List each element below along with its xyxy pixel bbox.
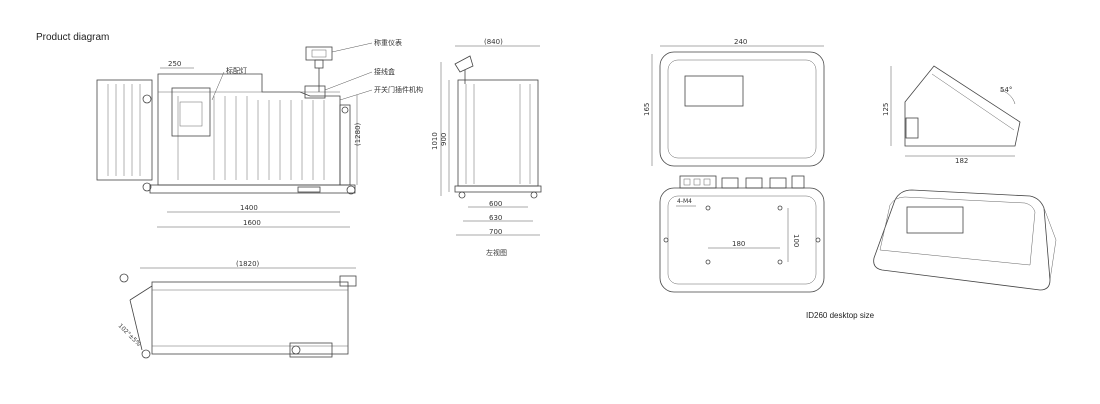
- port-2: [745, 177, 763, 189]
- side-indicator: [454, 55, 474, 73]
- indicator-profile: [904, 65, 1021, 147]
- mount-holes-label: 4-M4: [677, 198, 692, 205]
- dim-125: 125: [882, 103, 890, 116]
- side-view: (840) 1010 900 600 630 700 左视图: [431, 38, 542, 257]
- weighing-indicator: [305, 46, 333, 61]
- dim-182: 182: [955, 157, 968, 165]
- dim-1400: 1400: [240, 204, 258, 212]
- dim-700: 700: [489, 228, 502, 236]
- dim-1600: 1600: [243, 219, 261, 227]
- port-1: [721, 177, 739, 189]
- diagram-title: Product diagram: [36, 32, 110, 43]
- dim-240: 240: [734, 38, 747, 46]
- dim-1280: (1280): [354, 122, 362, 146]
- indicator-perspective-view: [873, 189, 1057, 291]
- dim-165: 165: [643, 103, 651, 116]
- callout-junction-box: 接线盒: [374, 67, 395, 76]
- dim-840: (840): [484, 38, 503, 46]
- left-gate-frame: [96, 79, 153, 181]
- reader-panel: [171, 87, 211, 137]
- side-frame: [457, 79, 539, 187]
- callout-lamp: 标配灯: [226, 66, 247, 75]
- dim-1010: 1010: [431, 132, 439, 150]
- indicator-housing: [659, 51, 825, 167]
- crate-body: [157, 73, 341, 186]
- indicator-back-housing: [659, 187, 825, 293]
- indicator-3d-housing: [873, 189, 1051, 291]
- side-view-caption: 左视图: [486, 248, 507, 257]
- dim-630: 630: [489, 214, 502, 222]
- dim-250: 250: [168, 60, 181, 68]
- callout-gate-mechanism: 开关门插件机构: [374, 85, 423, 94]
- dim-1820: (1820): [236, 260, 260, 268]
- dim-600: 600: [489, 200, 502, 208]
- indicator-display: [684, 75, 744, 107]
- indicator-back-view: 4-M4 180 100: [659, 175, 825, 293]
- port-3: [769, 177, 787, 189]
- indicator-caption: ID260 desktop size: [806, 311, 875, 320]
- indicator-front-view: 240 165: [643, 38, 825, 167]
- front-view: 250 1400 1600 (1280) 称重仪表 标配灯 接线盒 开关门插件机…: [96, 38, 423, 228]
- power-port: [791, 175, 805, 189]
- dim-100: 100: [792, 234, 800, 247]
- weighing-platform: [149, 184, 356, 194]
- indicator-side-view: 125 182 54°: [882, 65, 1021, 165]
- top-indicator: [289, 342, 333, 358]
- indicator-3d-display: [906, 206, 964, 234]
- dim-180: 180: [732, 240, 745, 248]
- callout-indicator: 称重仪表: [374, 38, 402, 47]
- top-platform: [151, 281, 349, 355]
- top-view: (1820) 102°±5%: [117, 260, 357, 359]
- dim-900: 900: [440, 133, 448, 146]
- dim-54deg: 54°: [1000, 86, 1012, 94]
- connector-block: [679, 175, 717, 189]
- junction-box: [304, 85, 326, 99]
